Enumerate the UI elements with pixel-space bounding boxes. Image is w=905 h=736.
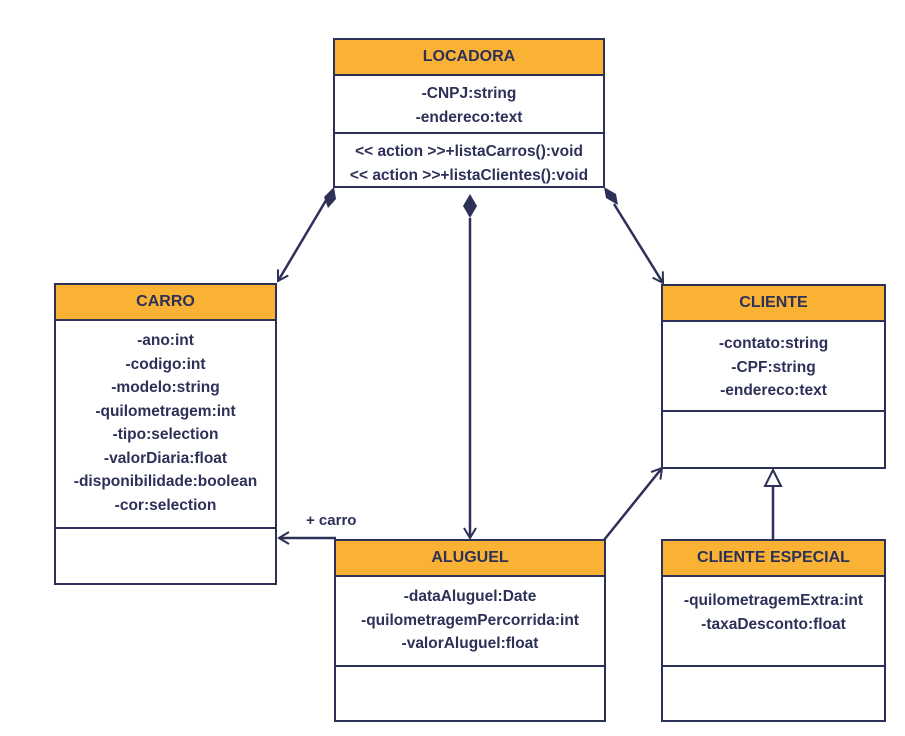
class-attribute: -contato:string — [718, 335, 829, 352]
class-attribute: -dataAluguel:Date — [403, 588, 537, 605]
class-attribute: -taxaDesconto:float — [701, 615, 846, 633]
class-attribute: -valorDiaria:float — [103, 449, 228, 467]
composition-diamond — [463, 194, 477, 218]
class-attributes: -contato:string -CPF:string -endereco:text — [663, 322, 884, 412]
class-attribute: -CPF:string — [731, 358, 816, 376]
class-cliente: CLIENTE -contato:string -CPF:string -ender… — [661, 284, 886, 469]
composition-locadora-carro — [276, 187, 336, 283]
association-label-carro: + carro — [306, 512, 357, 529]
class-attributes: -quilometragemExtra:int -taxaDesconto:flo… — [663, 577, 884, 667]
class-cliente-especial: CLIENTE ESPECIAL -quilometragemExtra:int… — [661, 539, 886, 722]
class-method: << action >>+listaClientes():void — [349, 166, 589, 184]
class-attribute: -endereco:text — [415, 108, 523, 126]
class-methods — [663, 667, 884, 679]
class-attribute: -tipo:selection — [112, 426, 219, 443]
class-locadora: LOCADORA -CNPJ:string -endereco:text << a… — [333, 38, 605, 188]
class-attribute: -quilometragemExtra:int — [683, 592, 864, 609]
class-name: ALUGUEL — [336, 541, 604, 577]
class-attributes: -ano:int -codigo:int -modelo:string -quilom… — [56, 321, 275, 529]
class-attribute: -disponibilidade:boolean — [73, 473, 258, 490]
class-name: CARRO — [56, 285, 275, 321]
composition-diamond — [324, 187, 336, 208]
class-attribute: -codigo:int — [125, 355, 206, 373]
generalization-cliente-especial — [763, 467, 783, 540]
composition-locadora-aluguel — [463, 194, 477, 540]
class-attribute: -CNPJ:string — [421, 85, 517, 102]
class-name: CLIENTE — [663, 286, 884, 322]
class-attribute: -endereco:text — [720, 382, 827, 399]
class-attributes: -CNPJ:string -endereco:text — [335, 76, 603, 134]
class-methods — [663, 412, 884, 424]
class-attribute: -valorAluguel:float — [401, 635, 539, 652]
class-attribute: -ano:int — [137, 332, 194, 349]
class-name: CLIENTE ESPECIAL — [663, 541, 884, 577]
association-aluguel-cliente — [603, 466, 664, 541]
class-aluguel: ALUGUEL -dataAluguel:Date -quilometragemP… — [334, 539, 606, 722]
class-attribute: -quilometragem:int — [95, 402, 236, 420]
class-methods: << action >>+listaCarros():void << action… — [335, 134, 603, 193]
composition-diamond — [604, 187, 618, 205]
generalization-triangle — [763, 467, 783, 487]
class-carro: CARRO -ano:int-codigo:int-modelo:string-… — [54, 283, 277, 585]
class-attribute: -quilometragemPercorrida:int — [361, 611, 579, 629]
class-methods — [336, 667, 604, 679]
class-attribute: -modelo:string — [111, 379, 220, 396]
class-attribute: -cor:selection — [114, 496, 217, 514]
composition-locadora-cliente — [604, 187, 665, 285]
class-name: LOCADORA — [335, 40, 603, 76]
class-attributes: -dataAluguel:Date -quilometragemPercorrid… — [336, 577, 604, 667]
class-methods — [56, 529, 275, 541]
class-method: << action >>+listaCarros():void — [355, 143, 583, 160]
